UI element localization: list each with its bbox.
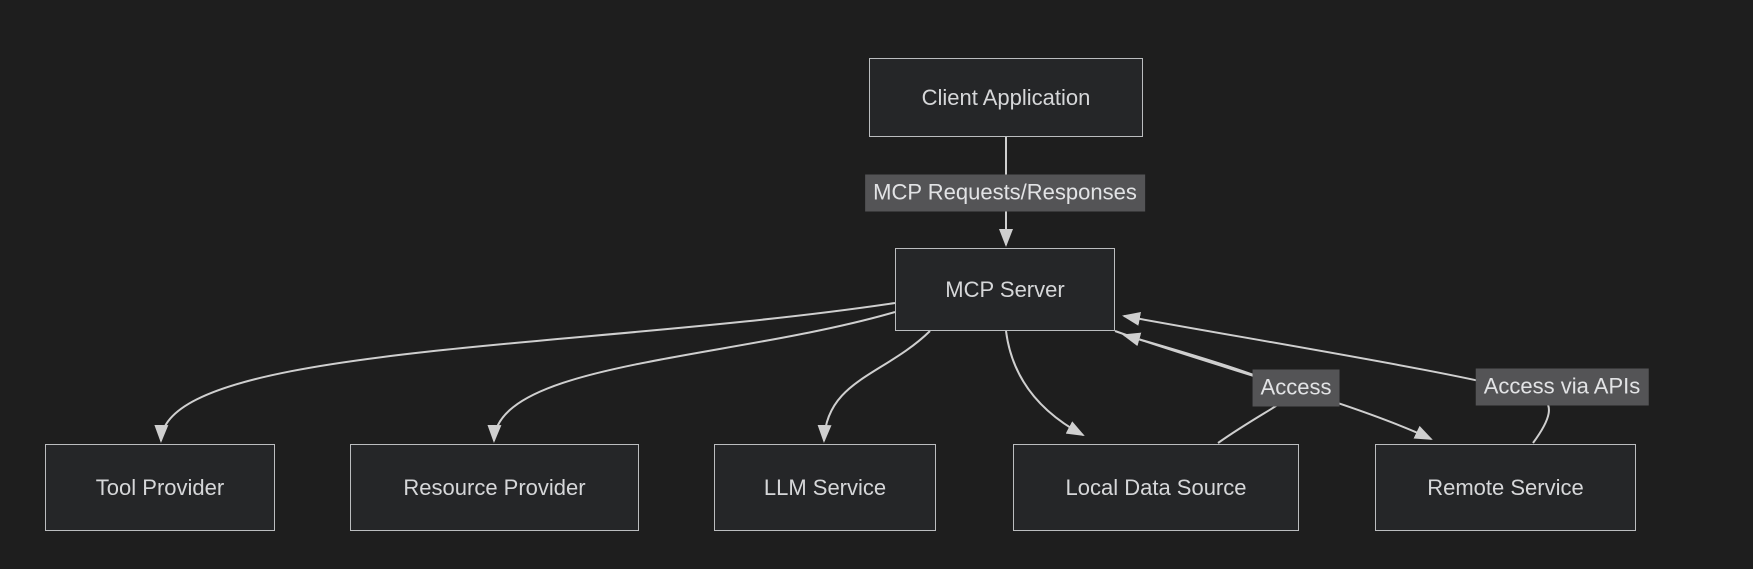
node-resource-provider: Resource Provider [350,444,639,531]
node-local-data-source: Local Data Source [1013,444,1299,531]
node-client-application: Client Application [869,58,1143,137]
node-client-application-label: Client Application [921,84,1091,110]
edge-mcp-server-to-tool-provider [154,302,896,443]
node-tool-provider-label: Tool Provider [95,474,225,500]
edge-label-mcp-requests-responses: MCP Requests/Responses [865,174,1145,212]
node-mcp-server: MCP Server [895,248,1115,331]
edge-label-access-via-apis: Access via APIs [1475,368,1649,406]
edge-mcp-server-to-local-data-source [1005,330,1085,436]
edge-mcp-server-to-resource-provider [487,311,896,443]
node-remote-service: Remote Service [1375,444,1636,531]
node-remote-service-label: Remote Service [1427,474,1584,500]
edge-label-access: Access [1252,369,1340,407]
node-llm-service-label: LLM Service [763,474,887,500]
edge-mcp-server-to-llm-service [817,330,931,443]
node-local-data-source-label: Local Data Source [1065,474,1247,500]
node-tool-provider: Tool Provider [45,444,275,531]
node-resource-provider-label: Resource Provider [403,474,586,500]
node-llm-service: LLM Service [714,444,936,531]
node-mcp-server-label: MCP Server [945,276,1065,302]
